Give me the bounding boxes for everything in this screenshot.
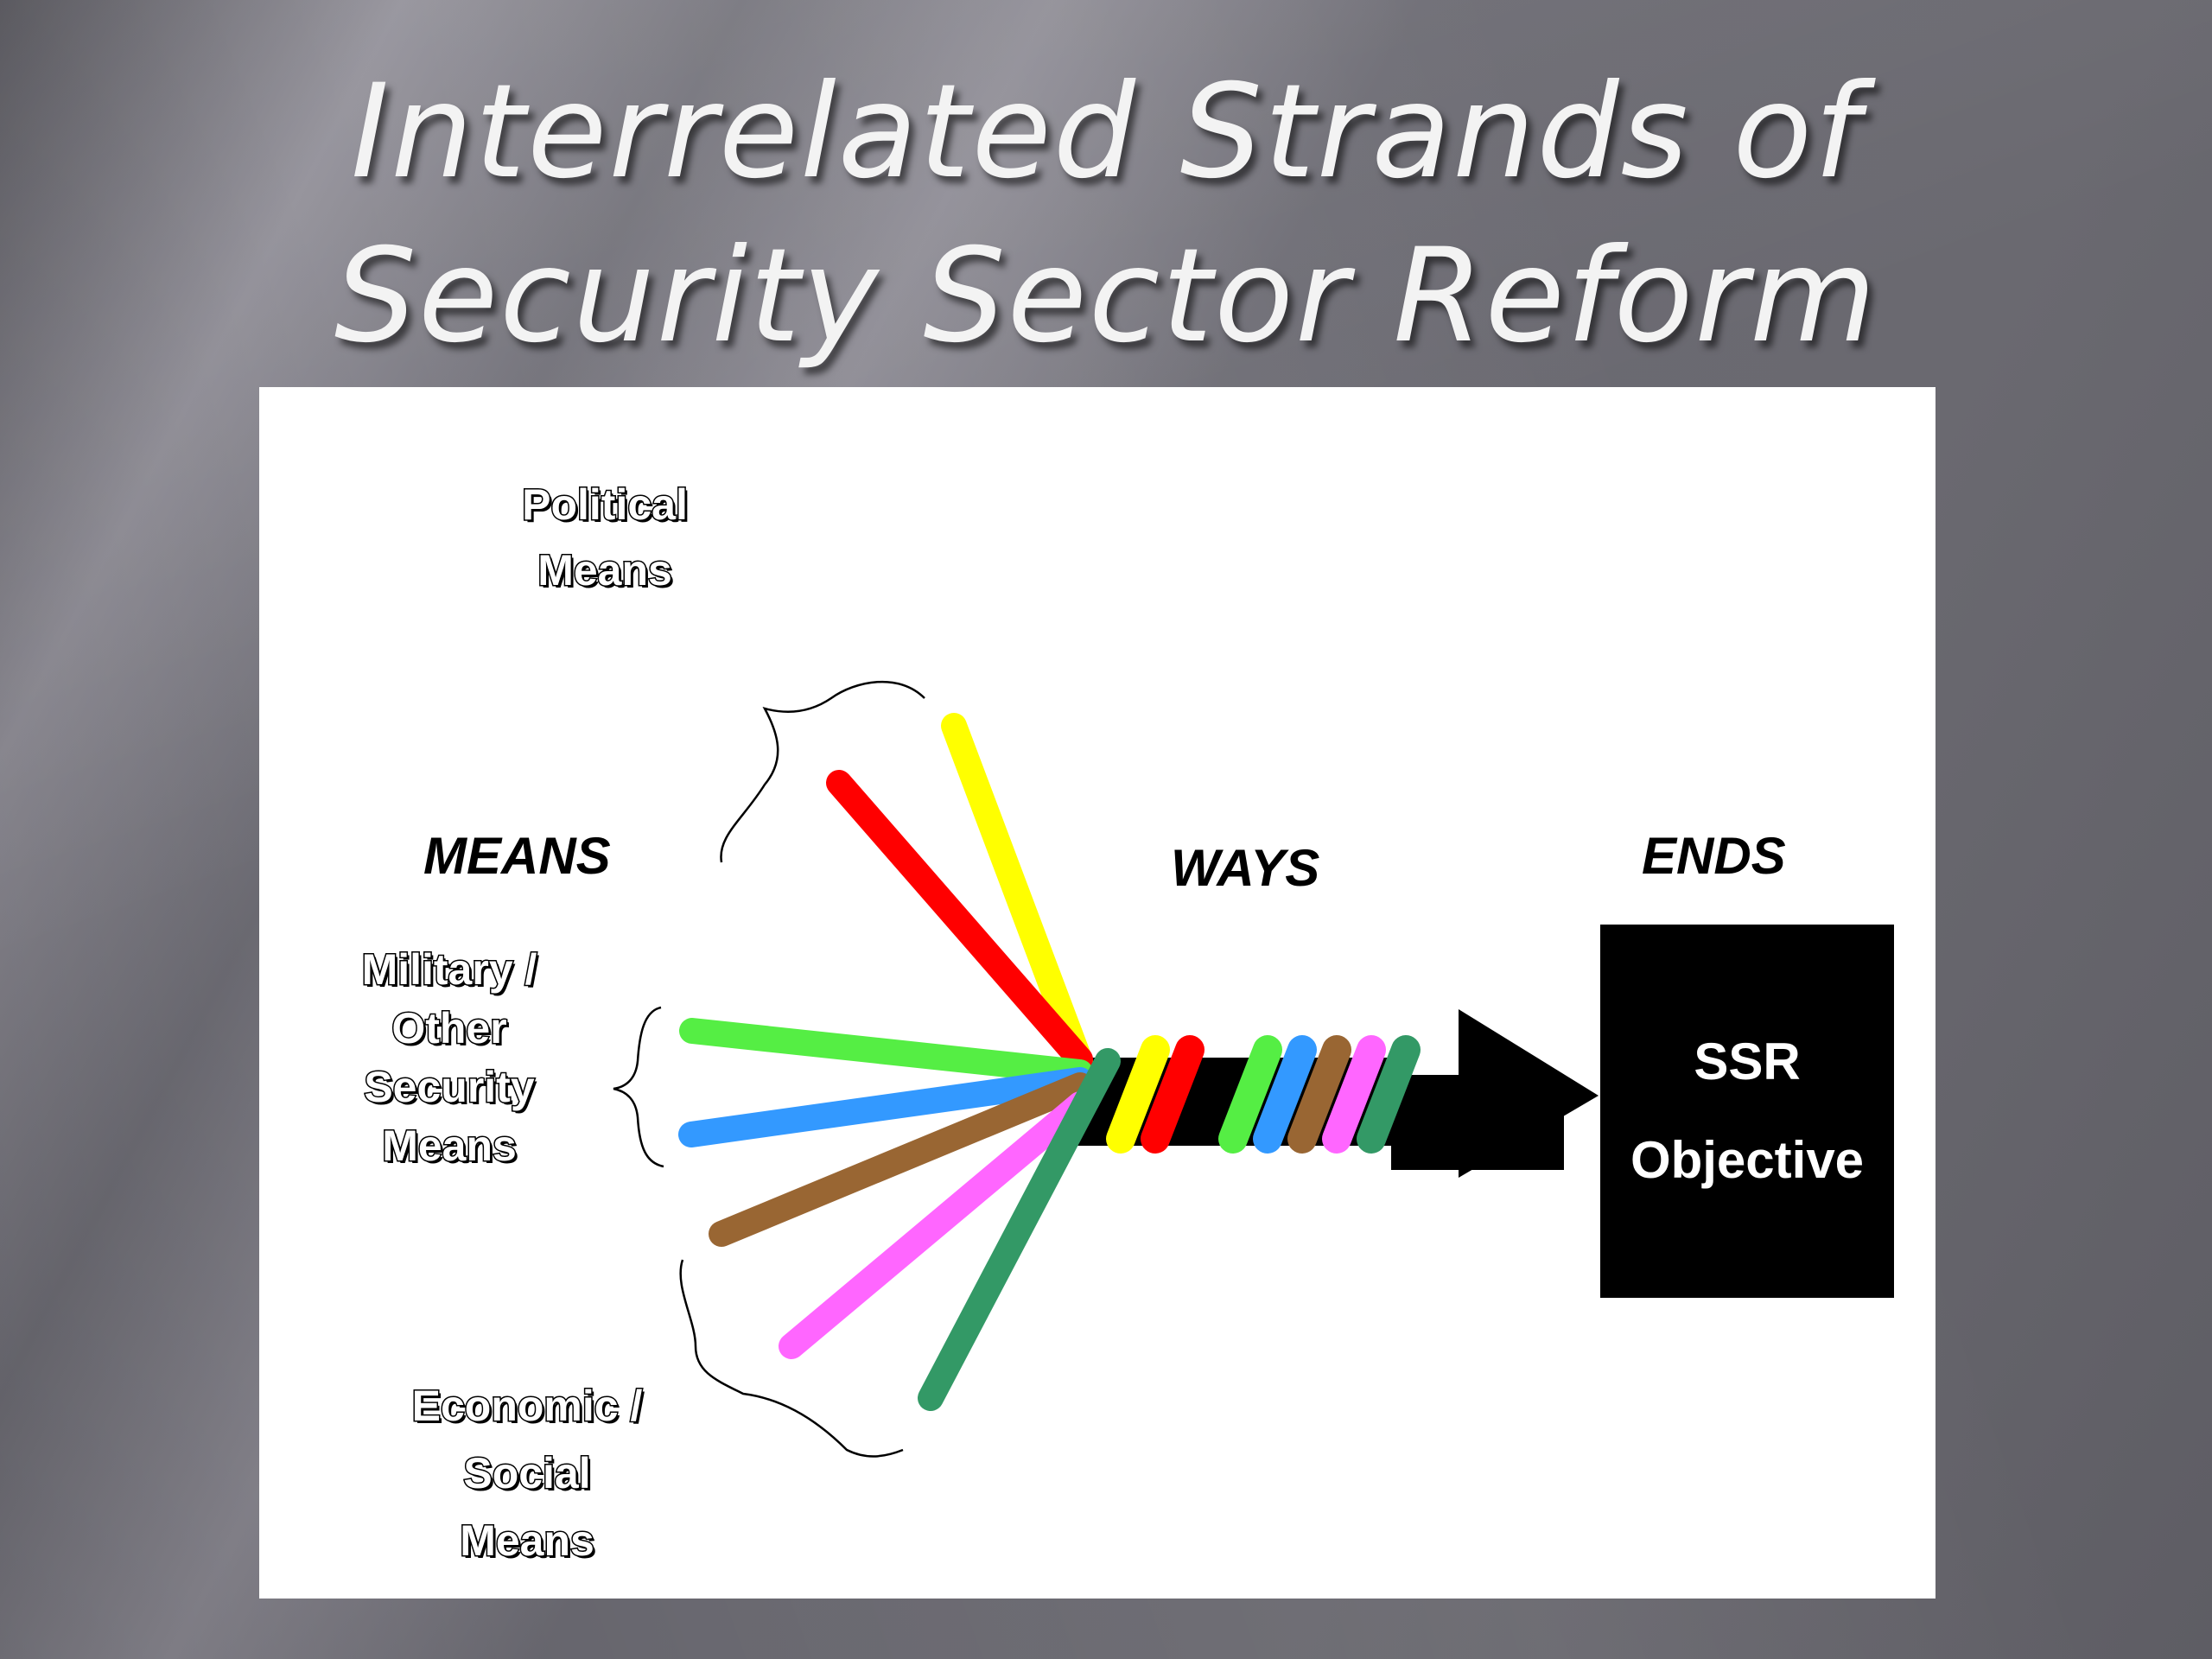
strand-dark-green xyxy=(918,1048,1121,1411)
strands-diagram xyxy=(613,680,1599,1458)
ssr-objective-box: SSR Objective xyxy=(1600,925,1894,1298)
slide-title-line-1: Interrelated Strands of xyxy=(351,57,1861,207)
label-political-line-2: Means xyxy=(537,545,674,596)
column-heading-means: MEANS xyxy=(423,827,611,885)
strand-green xyxy=(679,1018,1093,1085)
braid-wrap-blue xyxy=(1253,1035,1317,1154)
label-military-line-2: Other xyxy=(391,1003,508,1054)
slide-title-line-2: Security Sector Reform xyxy=(334,221,1878,372)
strand-pink xyxy=(779,1091,1093,1359)
brace-political xyxy=(720,680,925,863)
objective-line-1: SSR xyxy=(1694,1033,1801,1090)
label-military-line-1: Military / xyxy=(360,944,538,995)
braid-wrap-brown xyxy=(1287,1035,1351,1154)
diagram-panel: Political Means MEANS WAYS ENDS Military… xyxy=(259,387,1936,1599)
brace-economic xyxy=(679,1259,904,1458)
slide-title: Interrelated Strands of Security Sector … xyxy=(0,50,2212,378)
braid-wrap-yellow xyxy=(1106,1035,1170,1154)
braid-wrap-red xyxy=(1141,1035,1205,1154)
column-heading-ways: WAYS xyxy=(1171,839,1320,897)
strand-red xyxy=(826,770,1093,1072)
column-heading-ends: ENDS xyxy=(1642,827,1786,885)
label-political-means: Political Means xyxy=(475,472,734,603)
strand-blue xyxy=(678,1067,1093,1147)
label-economic-line-2: Social xyxy=(462,1448,592,1499)
label-military-means: Military / Other Security Means xyxy=(311,940,588,1175)
label-economic-means: Economic / Social Means xyxy=(380,1372,674,1574)
strand-brown xyxy=(709,1072,1093,1247)
label-economic-line-3: Means xyxy=(459,1516,596,1567)
objective-line-2: Objective xyxy=(1630,1131,1865,1189)
label-military-line-4: Means xyxy=(381,1121,518,1172)
label-political-line-1: Political xyxy=(521,480,690,531)
brace-military xyxy=(613,1006,664,1168)
braid-wrap-dark-green xyxy=(1357,1035,1421,1154)
label-economic-line-1: Economic / xyxy=(410,1381,644,1432)
braid-wrap-pink xyxy=(1322,1035,1386,1154)
ways-arrow-head xyxy=(1459,1009,1599,1178)
strand-yellow xyxy=(941,713,1093,1074)
label-military-line-3: Security xyxy=(363,1062,536,1113)
braid-wrap-green xyxy=(1218,1035,1282,1154)
